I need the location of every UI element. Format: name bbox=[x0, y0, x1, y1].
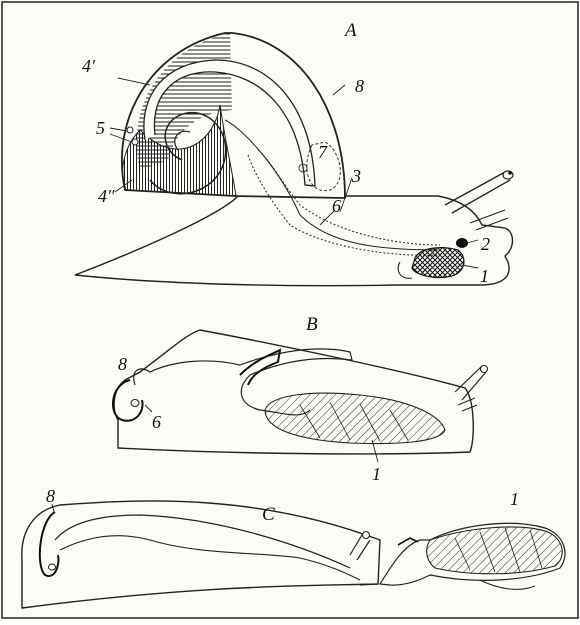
leader-8 bbox=[333, 85, 345, 95]
slug-c-lower-curve bbox=[480, 580, 535, 589]
label-4-double-prime: 4″ bbox=[98, 186, 115, 206]
label-5: 5 bbox=[96, 118, 105, 138]
ganglion-2 bbox=[456, 238, 468, 248]
label-b-8: 8 bbox=[118, 354, 127, 374]
label-7: 7 bbox=[318, 142, 328, 162]
buccal-mass-1 bbox=[412, 248, 464, 278]
slug-c-body bbox=[22, 501, 380, 608]
label-c-8: 8 bbox=[46, 486, 55, 506]
label-b-1: 1 bbox=[372, 464, 381, 484]
label-8: 8 bbox=[355, 76, 364, 96]
slug-c-pore bbox=[49, 564, 56, 570]
label-3: 3 bbox=[351, 166, 361, 186]
slug-b-eye bbox=[481, 366, 488, 373]
label-4-prime: 4′ bbox=[82, 56, 96, 76]
panel-a-letter: A bbox=[343, 20, 357, 41]
pore-5a bbox=[127, 127, 133, 133]
slug-b-pore bbox=[131, 400, 139, 407]
label-c-1: 1 bbox=[510, 489, 519, 509]
panel-a-snail: A 4′ 5 4″ 8 7 3 6 2 1 bbox=[75, 20, 513, 286]
panel-c-letter: C bbox=[262, 504, 275, 525]
snail-a-eye-dot bbox=[508, 171, 512, 175]
leader-4-prime bbox=[118, 78, 150, 85]
label-6: 6 bbox=[332, 196, 341, 216]
pore-5b bbox=[132, 139, 138, 145]
label-1: 1 bbox=[480, 266, 489, 286]
panel-b-slug: B 8 6 1 bbox=[113, 314, 488, 484]
panel-b-letter: B bbox=[306, 314, 318, 335]
label-2: 2 bbox=[481, 234, 490, 254]
label-b-6: 6 bbox=[152, 412, 161, 432]
panel-c-slug: C 8 1 bbox=[22, 486, 565, 608]
slug-c-eye bbox=[363, 532, 370, 539]
